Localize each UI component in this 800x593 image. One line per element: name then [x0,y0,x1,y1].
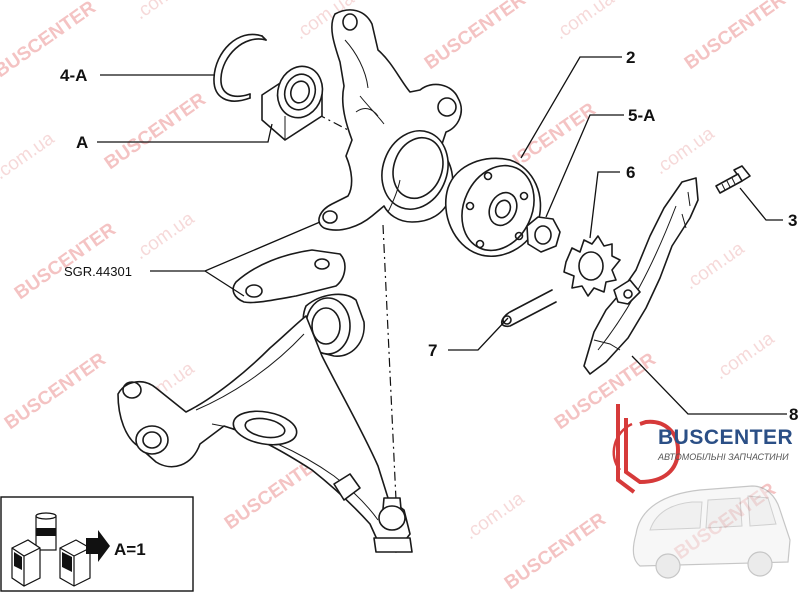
lower-control-arm-part [117,249,413,553]
logo-mark-icon [612,404,681,494]
grease-box-icon [11,539,41,587]
watermark-text: .com.ua [711,328,779,384]
callout-6: 6 [626,163,635,182]
circlip-part [213,33,267,102]
leader-sgr-b [204,270,245,297]
bolt-part [715,165,751,194]
grease-tube-icon [59,539,91,587]
arrow-right-icon [86,530,110,562]
watermark-text: .com.ua [461,488,529,544]
watermark-text: BUSCENTER [101,89,210,174]
leader-8 [631,355,787,415]
logo-tagline: АВТОМОБІЛЬНІ ЗАПЧАСТИНИ [657,452,789,462]
hub-nut-part [526,216,561,253]
watermark-text: BUSCENTER [681,0,790,74]
watermark-text: .com.ua [681,238,749,294]
watermark-text: BUSCENTER [11,219,120,304]
leader-6 [589,171,620,239]
callout-labels: 4-A A 2 5-A 6 3 SGR.44301 7 8 [60,48,798,424]
leader-7 [448,317,509,351]
brand-logo: BUSCENTER АВТОМОБІЛЬНІ ЗАПЧАСТИНИ [612,404,793,579]
callout-sgr: SGR.44301 [64,264,132,279]
watermark-text: BUSCENTER [421,0,530,74]
watermark-text: .com.ua [551,0,619,44]
callout-3: 3 [788,211,797,230]
callout-5a: 5-A [628,106,655,125]
assembly-axes [299,104,453,501]
lubricant-can-icon [35,512,57,551]
wheel-hub-part [444,157,542,258]
minibus-icon [632,485,791,579]
leader-lines [97,56,787,415]
watermark-text: BUSCENTER [1,349,110,434]
callout-a: A [76,133,88,152]
tone-ring-part [563,235,621,297]
legend-formula: A=1 [114,540,146,559]
callout-4a: 4-A [60,66,87,85]
wheel-bearing-part [261,65,324,141]
leader-3 [739,187,783,221]
steering-knuckle-part [318,9,462,231]
callout-2: 2 [626,48,635,67]
leader-5a [545,114,624,218]
leader-a [97,123,273,143]
leader-2 [520,56,622,159]
dust-shield-part [583,177,699,375]
split-pin-part [500,289,557,328]
watermark-text: .com.ua [0,128,59,184]
watermark-text: BUSCENTER [501,509,610,593]
watermark-text: .com.ua [651,123,719,179]
watermark-text: .com.ua [131,208,199,264]
callout-7: 7 [428,341,437,360]
logo-name: BUSCENTER [658,426,793,449]
legend-box: A=1 [0,496,194,592]
callout-8: 8 [789,405,798,424]
watermark-text: .com.ua [131,0,199,24]
